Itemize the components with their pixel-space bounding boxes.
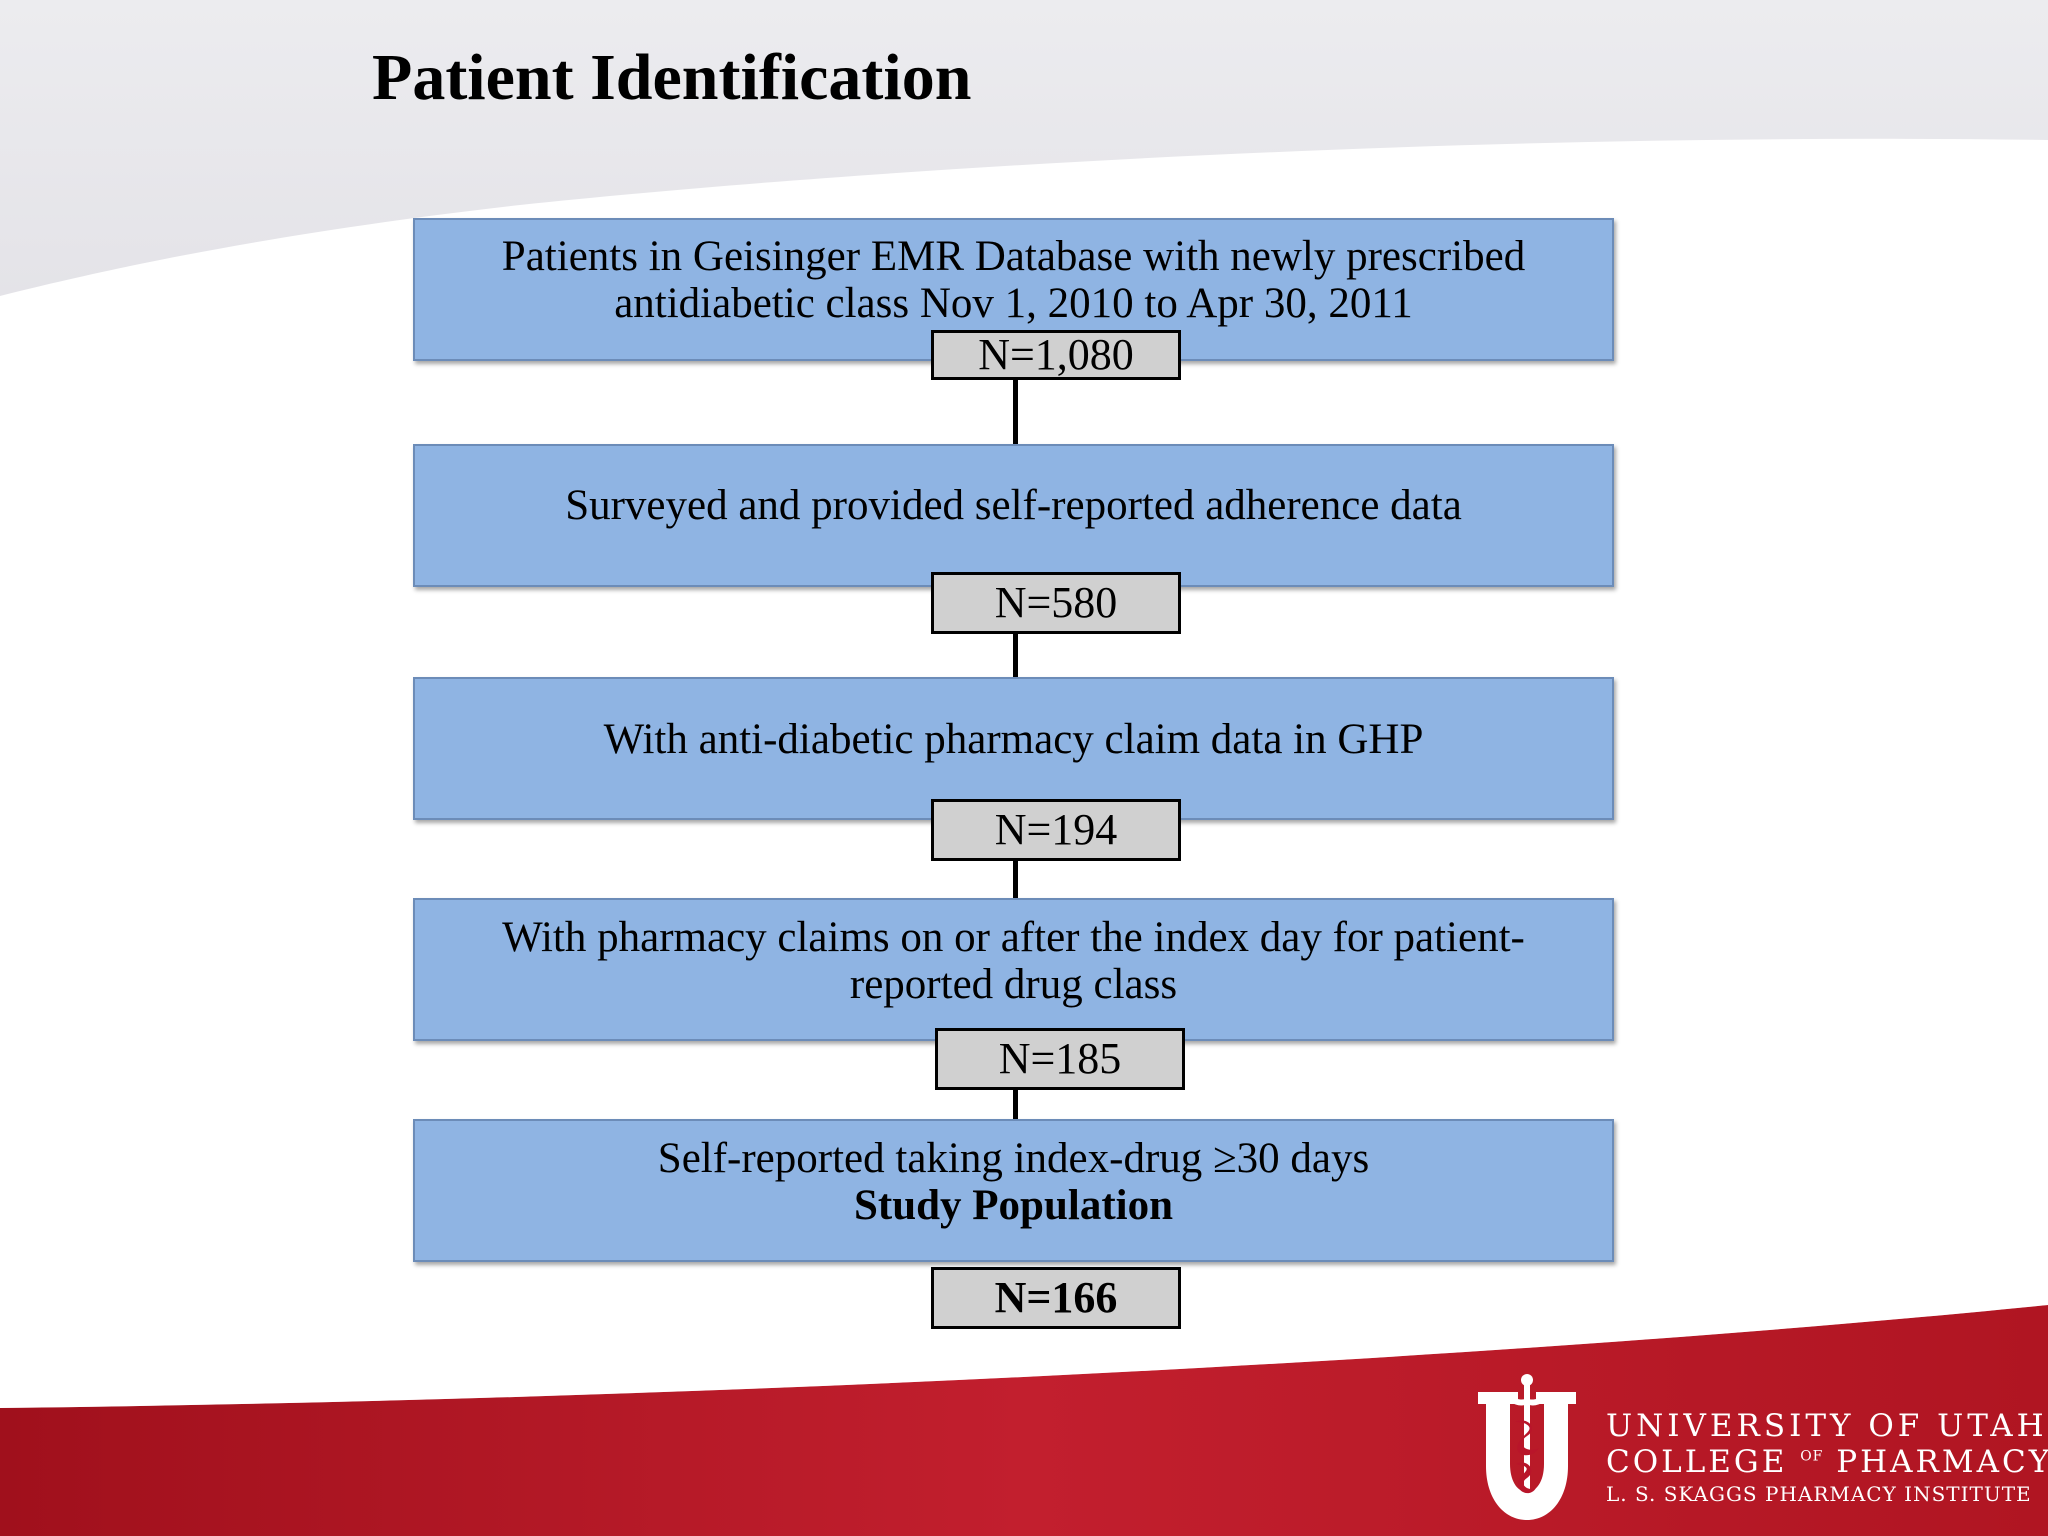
- logo-college-word: COLLEGE: [1606, 1444, 1788, 1480]
- flow-step-ghp-claims: With anti-diabetic pharmacy claim data i…: [413, 677, 1614, 820]
- caduceus-u-icon: [1478, 1374, 1576, 1520]
- flow-step-text: Self-reported taking index-drug ≥30 days…: [445, 1135, 1582, 1229]
- flow-connector: [1013, 634, 1018, 678]
- flow-step-line: With pharmacy claims on or after the ind…: [502, 914, 1525, 961]
- logo-university-name: UNIVERSITY OF UTAH: [1606, 1408, 2048, 1444]
- logo-of-word: OF: [1800, 1448, 1824, 1465]
- logo-institute-name: L. S. SKAGGS PHARMACY INSTITUTE: [1606, 1482, 2032, 1506]
- flow-step-line: reported drug class: [849, 961, 1178, 1008]
- flow-connector: [1013, 1088, 1018, 1120]
- study-population-label: Study Population: [853, 1182, 1174, 1229]
- flow-step-line: antidiabetic class Nov 1, 2010 to Apr 30…: [614, 280, 1413, 327]
- flow-step-line: With anti-diabetic pharmacy claim data i…: [603, 716, 1424, 763]
- flow-step-text: With anti-diabetic pharmacy claim data i…: [445, 716, 1582, 763]
- flow-step-text: Surveyed and provided self-reported adhe…: [445, 482, 1582, 529]
- logo-pharmacy-word: PHARMACY: [1836, 1444, 2048, 1480]
- final-count-box: N=166: [931, 1267, 1181, 1329]
- flow-step-line: Self-reported taking index-drug ≥30 days: [657, 1135, 1370, 1182]
- count-box: N=185: [935, 1028, 1185, 1090]
- count-box: N=580: [931, 572, 1181, 634]
- flow-step-index-day-claims: With pharmacy claims on or after the ind…: [413, 898, 1614, 1041]
- page-title: Patient Identification: [372, 41, 972, 114]
- flow-step-text: Patients in Geisinger EMR Database with …: [445, 233, 1582, 327]
- flow-step-line: Surveyed and provided self-reported adhe…: [565, 482, 1462, 529]
- flow-step-text: With pharmacy claims on or after the ind…: [445, 914, 1582, 1008]
- flow-step-surveyed: Surveyed and provided self-reported adhe…: [413, 444, 1614, 587]
- flow-connector: [1013, 375, 1018, 447]
- count-box: N=194: [931, 799, 1181, 861]
- count-box: N=1,080: [931, 330, 1181, 380]
- logo-college-name: COLLEGE OF PHARMACY: [1606, 1444, 2048, 1480]
- university-logo: UNIVERSITY OF UTAH COLLEGE OF PHARMACY L…: [1468, 1374, 2048, 1524]
- flow-step-study-population: Self-reported taking index-drug ≥30 days…: [413, 1119, 1614, 1262]
- flow-step-line: Patients in Geisinger EMR Database with …: [501, 233, 1526, 280]
- flow-connector: [1013, 861, 1018, 899]
